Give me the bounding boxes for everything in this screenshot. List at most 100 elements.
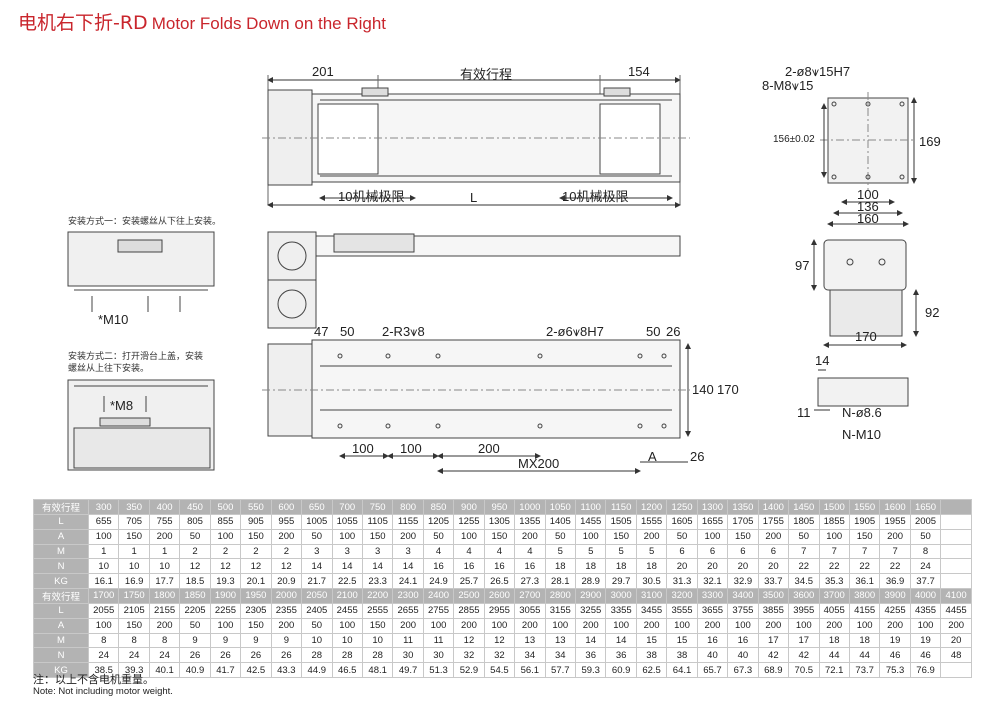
- table-cell: 26: [240, 647, 272, 664]
- table-cell: 16.9: [118, 573, 150, 589]
- table-cell: 100: [605, 617, 637, 634]
- table-cell: 14: [574, 632, 607, 649]
- table-cell: 18: [544, 558, 577, 575]
- table-cell: 1505: [605, 514, 637, 530]
- table-cell: 1800: [148, 587, 181, 604]
- table-cell: 8: [118, 632, 150, 649]
- end-tolerance: 156±0.02: [773, 134, 815, 145]
- table-cell: 36.1: [848, 573, 881, 589]
- table-cell: 3300: [696, 587, 729, 604]
- row-label: L: [33, 602, 89, 619]
- table-cell: 32: [483, 647, 516, 664]
- table-cell: 4455: [940, 602, 972, 619]
- table-cell: 150: [605, 528, 637, 545]
- table-cell: 11: [422, 632, 455, 649]
- table-cell: 4: [514, 543, 546, 560]
- table-cell: 10: [87, 558, 120, 575]
- table-cell: 3255: [574, 602, 607, 619]
- table-cell: 9: [270, 632, 303, 649]
- top-view: [262, 75, 690, 208]
- table-cell: 46: [909, 647, 942, 664]
- table-cell: 200: [879, 528, 911, 545]
- table-cell: 1700: [87, 587, 120, 604]
- table-cell: 73.7: [848, 662, 881, 678]
- table-cell: 22: [788, 558, 820, 575]
- pitch-200: 200: [478, 441, 500, 456]
- table-cell: 3355: [605, 602, 637, 619]
- table-cell: 3655: [696, 602, 729, 619]
- table-cell: 15: [635, 632, 668, 649]
- table-cell: 955: [270, 514, 303, 530]
- pitch-MX200: MX200: [518, 456, 560, 471]
- table-cell: 2: [179, 543, 211, 560]
- table-cell: 1005: [301, 514, 333, 530]
- end-hole-thread: 8-M8⩛15: [762, 78, 814, 93]
- table-cell: 400: [148, 499, 181, 515]
- table-cell: 1850: [179, 587, 211, 604]
- table-cell: 1200: [635, 499, 668, 515]
- table-cell: 26: [209, 647, 242, 664]
- pitch-100a: 100: [352, 441, 374, 456]
- table-cell: 19.3: [209, 573, 242, 589]
- install-method-2-line1: 安装方式二：打开滑台上盖，安装: [68, 352, 204, 362]
- table-cell: 200: [270, 528, 303, 545]
- table-cell: 16: [696, 632, 729, 649]
- install-method-2-line2: 螺丝从上往下安装。: [68, 364, 150, 374]
- table-cell: 1250: [666, 499, 698, 515]
- table-cell: 1550: [848, 499, 881, 515]
- table-cell: 100: [696, 528, 729, 545]
- table-cell: 2005: [909, 514, 942, 530]
- table-cell: 150: [118, 528, 150, 545]
- table-cell: 3400: [727, 587, 759, 604]
- table-cell: 50: [666, 528, 698, 545]
- dim-50a: 50: [340, 324, 355, 339]
- table-cell: 40: [727, 647, 759, 664]
- table-cell: 28: [331, 647, 363, 664]
- side-end-view: [811, 239, 919, 348]
- table-cell: 1105: [361, 514, 394, 530]
- dim-136: 136: [857, 199, 879, 214]
- dim-11: 11: [797, 405, 811, 420]
- table-cell: 1205: [422, 514, 455, 530]
- table-cell: 3: [361, 543, 394, 560]
- table-cell: 2105: [118, 602, 150, 619]
- table-cell: 100: [209, 617, 242, 634]
- table-cell: 1100: [574, 499, 607, 515]
- table-cell: 46.5: [331, 662, 363, 678]
- table-cell: 2100: [331, 587, 363, 604]
- table-cell: 36.9: [879, 573, 911, 589]
- table-cell: 600: [270, 499, 303, 515]
- table-cell: [940, 499, 972, 515]
- table-cell: 12: [179, 558, 211, 575]
- table-cell: 2: [270, 543, 303, 560]
- row-label: A: [33, 617, 89, 634]
- dim-170: 170: [855, 329, 877, 344]
- table-cell: 40: [696, 647, 729, 664]
- table-cell: 25.7: [453, 573, 485, 589]
- dim-length-L: L: [470, 190, 478, 205]
- table-cell: 42: [788, 647, 820, 664]
- table-cell: 19: [909, 632, 942, 649]
- table-cell: 24.9: [422, 573, 455, 589]
- pitch-100b: 100: [400, 441, 422, 456]
- table-cell: 1605: [666, 514, 698, 530]
- table-cell: 38: [635, 647, 668, 664]
- table-cell: 3955: [788, 602, 820, 619]
- table-cell: 24.1: [392, 573, 424, 589]
- table-cell: 28: [361, 647, 394, 664]
- table-cell: 15: [666, 632, 698, 649]
- table-cell: 1600: [879, 499, 911, 515]
- table-cell: 3155: [544, 602, 577, 619]
- table-cell: 200: [757, 528, 790, 545]
- table-cell: 5: [574, 543, 607, 560]
- middle-view: [267, 231, 681, 329]
- table-cell: 20.1: [240, 573, 272, 589]
- table-cell: 32.1: [696, 573, 729, 589]
- table-cell: 2900: [574, 587, 607, 604]
- table-cell: 150: [361, 528, 394, 545]
